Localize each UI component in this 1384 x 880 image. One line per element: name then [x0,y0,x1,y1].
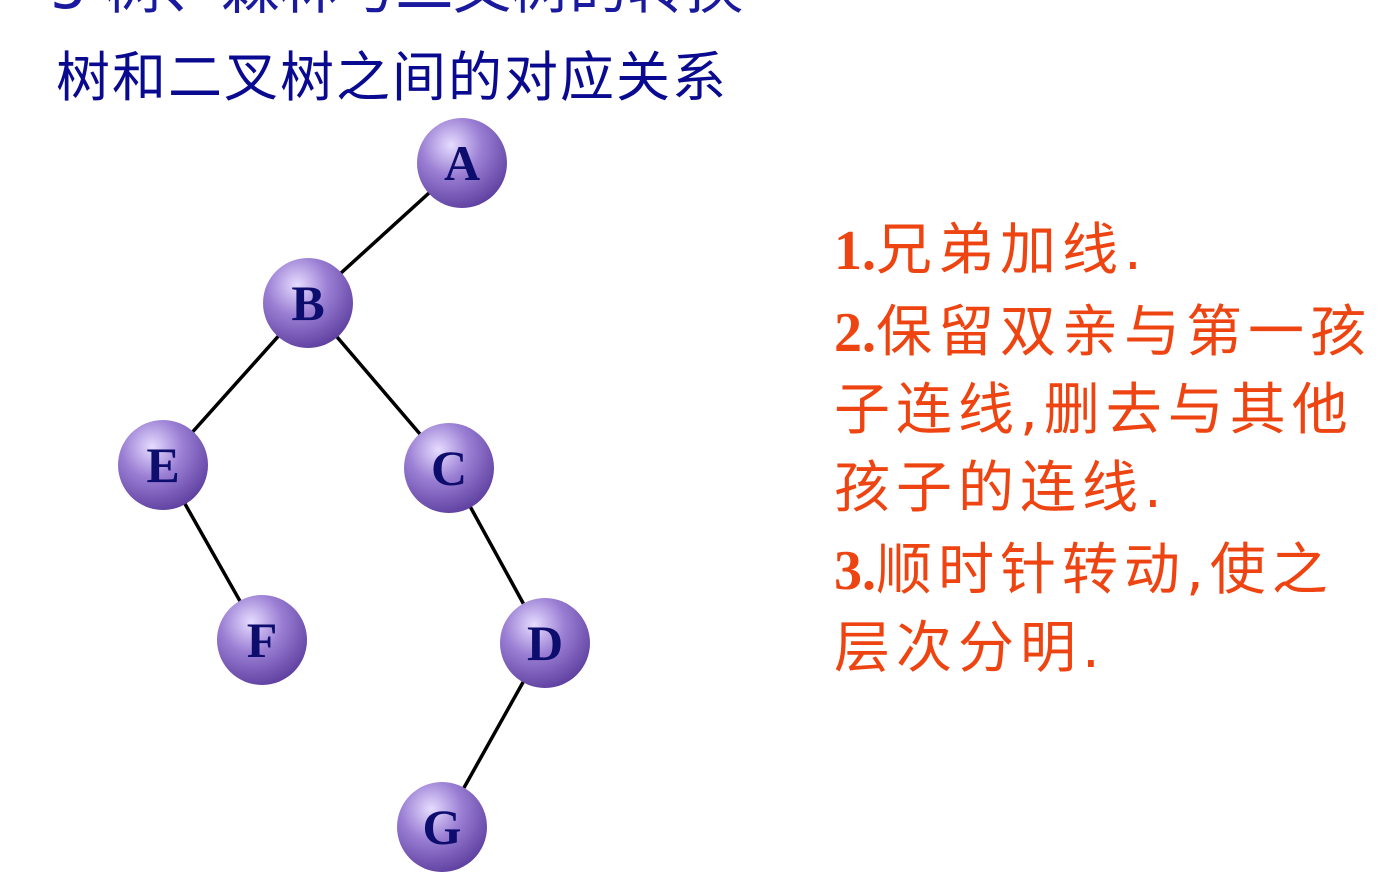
tree-node-e: E [118,420,208,510]
tree-node-label: G [423,799,462,855]
tree-edges [161,161,547,829]
tree-node-circle [404,423,494,513]
tree-node-circle [500,598,590,688]
tree-node-f: F [217,595,307,685]
step-3-text: 顺时针转动,使之层次分明. [834,538,1334,681]
tree-node-g: G [397,782,487,872]
tree-node-label: C [431,440,467,496]
tree-node-label: E [146,437,179,493]
tree-node-label: F [247,612,278,668]
tree-node-circle [217,595,307,685]
slide-subtitle: 树和二叉树之间的对应关系 [56,46,728,109]
tree-node-circle [263,258,353,348]
tree-node-b: B [263,258,353,348]
step-1: 1.兄弟加线. [834,212,1374,290]
tree-node-circle [118,420,208,510]
tree-node-label: A [444,135,480,191]
step-1-number: 1. [834,220,876,282]
step-3: 3.顺时针转动,使之层次分明. [834,532,1374,688]
tree-node-circle [417,118,507,208]
step-1-text: 兄弟加线. [876,218,1148,283]
tree-node-d: D [500,598,590,688]
tree-node-circle [397,782,487,872]
slide-title: 5 树、森林与二叉树的转换 [50,0,743,18]
tree-node-a: A [417,118,507,208]
tree-node-c: C [404,423,494,513]
tree-nodes: A B E C F D G [118,118,590,872]
step-3-number: 3. [834,540,876,602]
tree-node-label: D [527,615,563,671]
conversion-steps: 1.兄弟加线. 2.保留双亲与第一孩子连线,删去与其他孩子的连线. 3.顺时针转… [834,212,1374,692]
tree-node-label: B [291,275,324,331]
step-2: 2.保留双亲与第一孩子连线,删去与其他孩子的连线. [834,294,1374,528]
binary-tree-diagram: A B E C F D G [118,118,590,872]
step-2-number: 2. [834,302,876,364]
step-2-text: 保留双亲与第一孩子连线,删去与其他孩子的连线. [834,300,1372,521]
